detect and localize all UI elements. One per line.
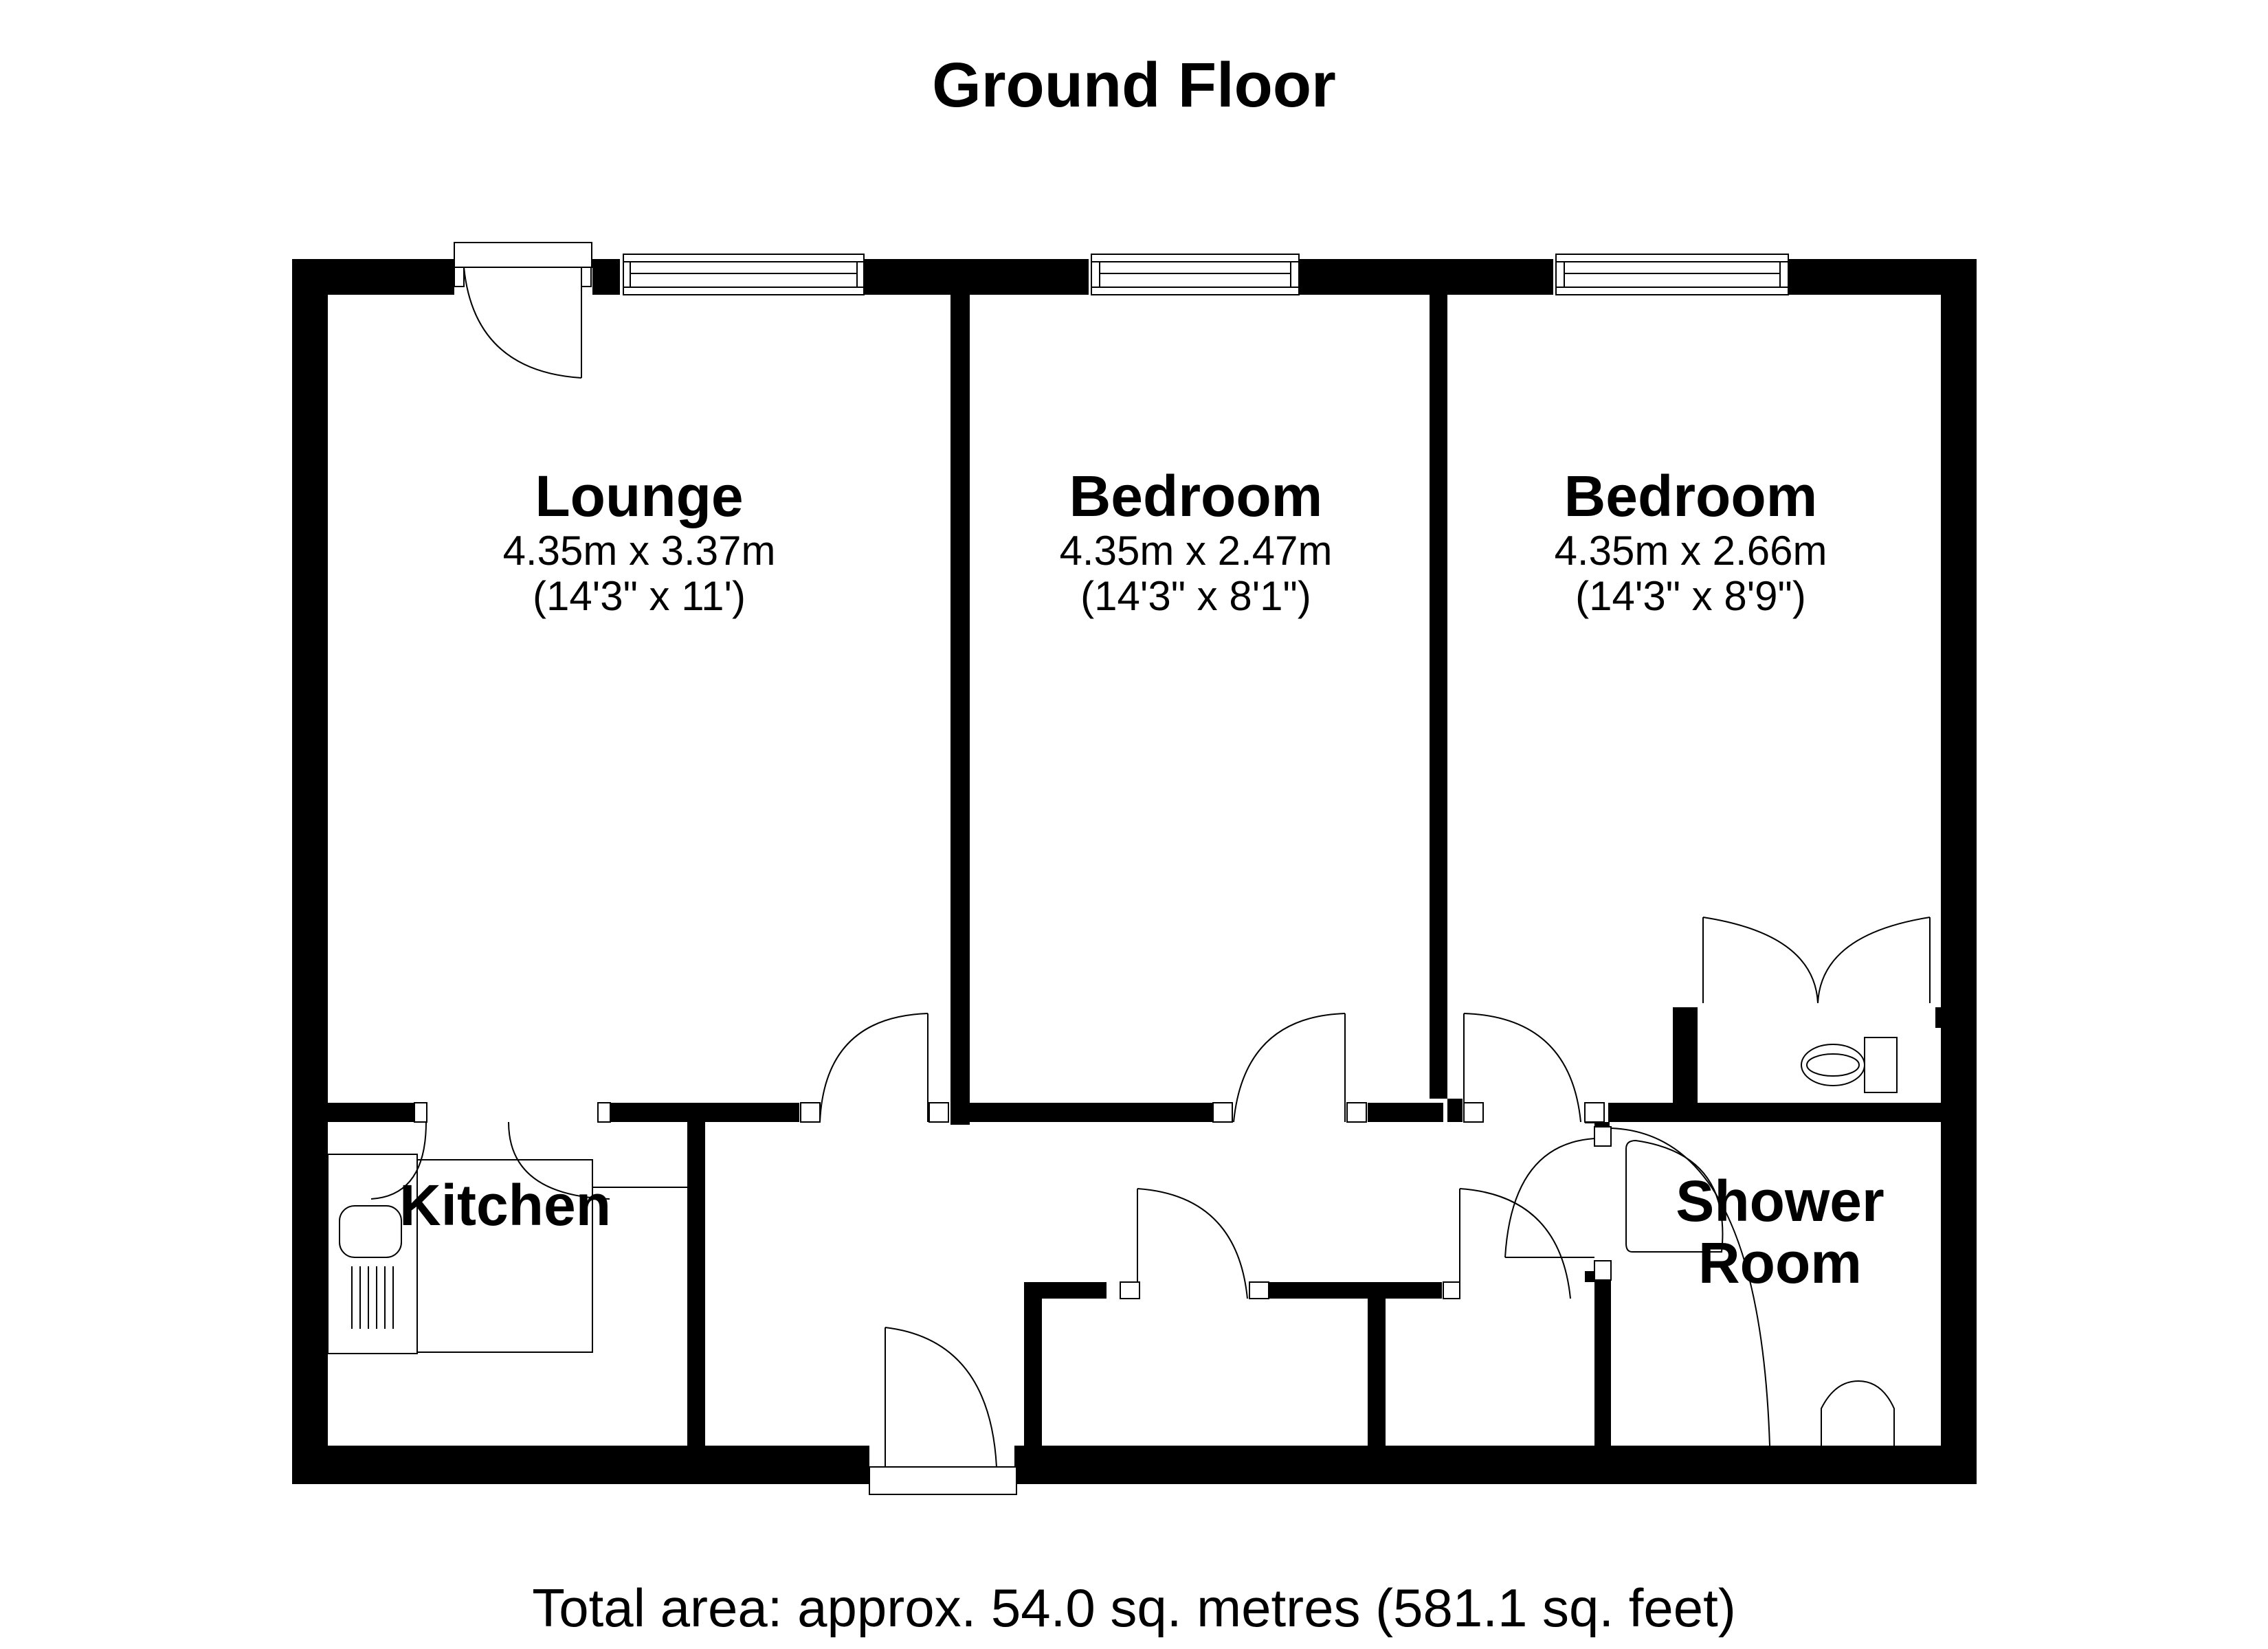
walls [292,259,1977,1484]
room-dimensions-imperial: (14'3" x 11') [533,573,746,619]
cistern-icon [1864,1037,1898,1093]
room-label-kitchen: Kitchen [357,1176,653,1234]
room-name: Kitchen [399,1173,612,1237]
room-label-bedroom-2: Bedroom 4.35m x 2.66m (14'3" x 8'9") [1485,467,1897,617]
kitchen-fixtures [327,1154,687,1354]
shower-tray-icon [1625,1139,1724,1253]
windows [623,254,1789,295]
room-dimensions-imperial: (14'3" x 8'9") [1575,573,1806,619]
drainer-icon [351,1266,394,1329]
room-dimensions-imperial: (14'3" x 8'1") [1080,573,1311,619]
sink-icon [339,1205,402,1258]
room-name: Room [1698,1231,1862,1295]
room-dimensions-metric: 4.35m x 2.47m [1059,528,1333,574]
room-label-shower-room: Shower Room [1636,1172,1924,1292]
room-dimensions-metric: 4.35m x 2.66m [1554,528,1827,574]
shower-screen-icon [1610,1128,1770,1446]
room-name: Shower [1676,1169,1885,1233]
room-label-lounge: Lounge 4.35m x 3.37m (14'3" x 11') [433,467,845,617]
room-name: Bedroom [1564,464,1818,528]
basin-icon [1821,1380,1895,1446]
room-label-bedroom-1: Bedroom 4.35m x 2.47m (14'3" x 8'1") [990,467,1402,617]
floor-title: Ground Floor [932,50,1336,120]
room-name: Bedroom [1069,464,1323,528]
room-dimensions-metric: 4.35m x 3.37m [502,528,776,574]
doors [370,242,1931,1495]
toilet-icon [1801,1044,1865,1086]
room-name: Lounge [535,464,744,528]
total-area: Total area: approx. 54.0 sq. metres (581… [532,1578,1736,1638]
bathroom-fixtures [1610,1037,1898,1446]
